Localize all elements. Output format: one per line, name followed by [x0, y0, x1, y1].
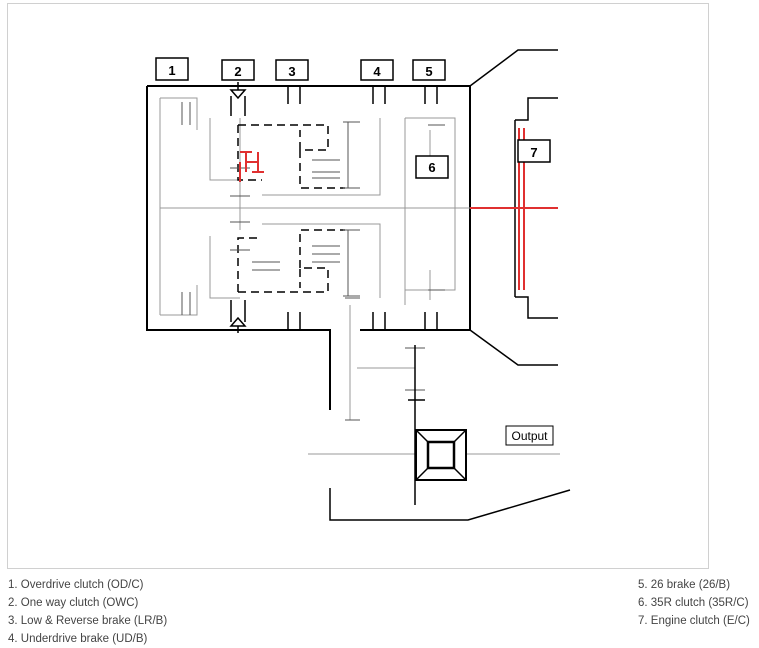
one-way-clutch-arrow-top: [229, 82, 247, 100]
main-shaft: [159, 97, 560, 455]
callout-4: 4: [360, 59, 394, 81]
transmission-housing: [146, 85, 471, 410]
pinion-gears: [181, 102, 445, 421]
callout-3: 3: [275, 59, 309, 81]
legend-right: 5. 26 brake (26/B) 6. 35R clutch (35R/C)…: [638, 576, 750, 630]
callout-6-label: 6: [428, 160, 435, 175]
callout-4-label: 4: [373, 64, 381, 79]
legend-item: 2. One way clutch (OWC): [8, 597, 139, 609]
legend-item: 6. 35R clutch (35R/C): [638, 597, 749, 609]
legend-item: 1. Overdrive clutch (OD/C): [8, 579, 144, 591]
brake-pins-top: [230, 86, 438, 116]
callout-3-label: 3: [288, 64, 295, 79]
one-way-clutch-arrow-bottom: [229, 316, 247, 333]
callout-7-label: 7: [530, 145, 537, 160]
legend-left: 1. Overdrive clutch (OD/C) 2. One way cl…: [8, 576, 167, 648]
figure-frame: [7, 3, 709, 569]
output-label-box: Output: [505, 425, 554, 446]
upper-planetary-set: [237, 124, 345, 189]
callout-6: 6: [415, 155, 449, 179]
callout-1-label: 1: [168, 63, 175, 78]
callout-2: 2: [221, 59, 255, 81]
legend-item: 3. Low & Reverse brake (LR/B): [8, 615, 168, 627]
callout-7: 7: [517, 139, 551, 163]
callout-1: 1: [155, 57, 189, 81]
callout-5: 5: [412, 59, 446, 81]
legend-item: 5. 26 brake (26/B): [638, 579, 731, 591]
callout-2-label: 2: [234, 64, 241, 79]
brake-pins-bottom: [230, 300, 438, 330]
lower-planetary-set: [237, 229, 345, 293]
callout-5-label: 5: [425, 64, 432, 79]
differential: [415, 429, 467, 481]
legend-item: 4. Underdrive brake (UD/B): [8, 633, 148, 645]
active-element-highlight: [239, 151, 264, 182]
output-label: Output: [511, 429, 548, 443]
output-housing: [329, 488, 571, 521]
legend-item: 7. Engine clutch (E/C): [638, 615, 750, 627]
